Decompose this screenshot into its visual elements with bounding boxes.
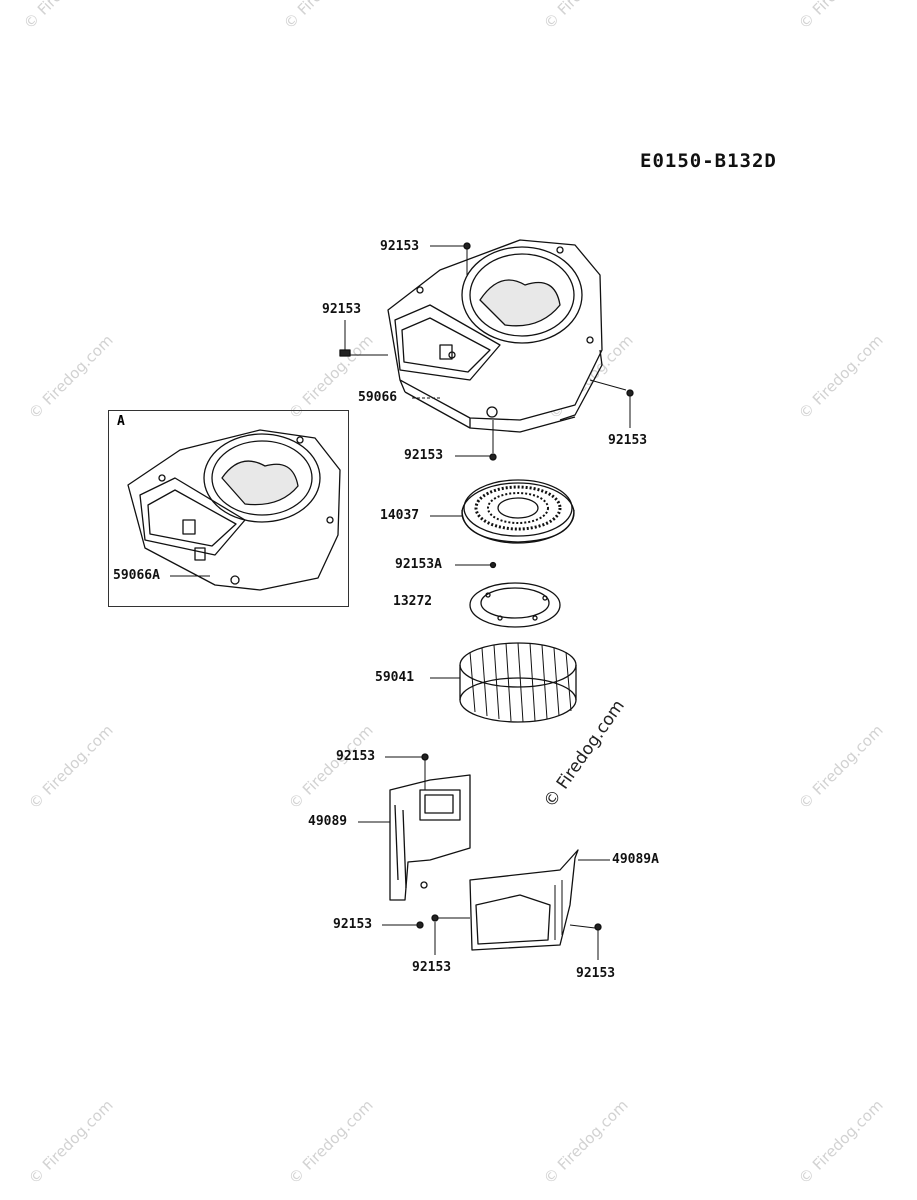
inset-label: A — [117, 414, 125, 429]
label-59066: 59066 — [358, 390, 398, 405]
label-92153-shield-low: 92153 — [333, 917, 373, 932]
diagram-code: E0150-B132D — [640, 150, 777, 172]
label-92153-shielda-left: 92153 — [412, 960, 452, 975]
label-59066a: 59066A — [113, 568, 160, 583]
label-92153-left: 92153 — [322, 302, 362, 317]
label-13272: 13272 — [393, 594, 433, 609]
inset-box-a — [108, 410, 349, 607]
shield-49089[interactable] — [389, 774, 471, 901]
label-59041: 59041 — [375, 670, 415, 685]
label-49089a: 49089A — [612, 852, 659, 867]
label-92153-bottom: 92153 — [404, 448, 444, 463]
plate-13272[interactable] — [469, 582, 561, 628]
label-92153-right: 92153 — [608, 433, 648, 448]
fan-59041[interactable] — [459, 642, 577, 723]
leader-lines — [170, 245, 631, 960]
label-92153-shielda-right: 92153 — [576, 966, 616, 981]
label-92153a: 92153A — [395, 557, 442, 572]
label-49089: 49089 — [308, 814, 348, 829]
screen-14037[interactable] — [461, 479, 575, 544]
blower-housing-59066a[interactable] — [127, 429, 341, 591]
blower-housing-59066[interactable] — [387, 239, 603, 433]
label-14037: 14037 — [380, 508, 420, 523]
label-92153-shield-top: 92153 — [336, 749, 376, 764]
label-92153-top: 92153 — [380, 239, 420, 254]
shield-49089a[interactable] — [469, 849, 579, 951]
